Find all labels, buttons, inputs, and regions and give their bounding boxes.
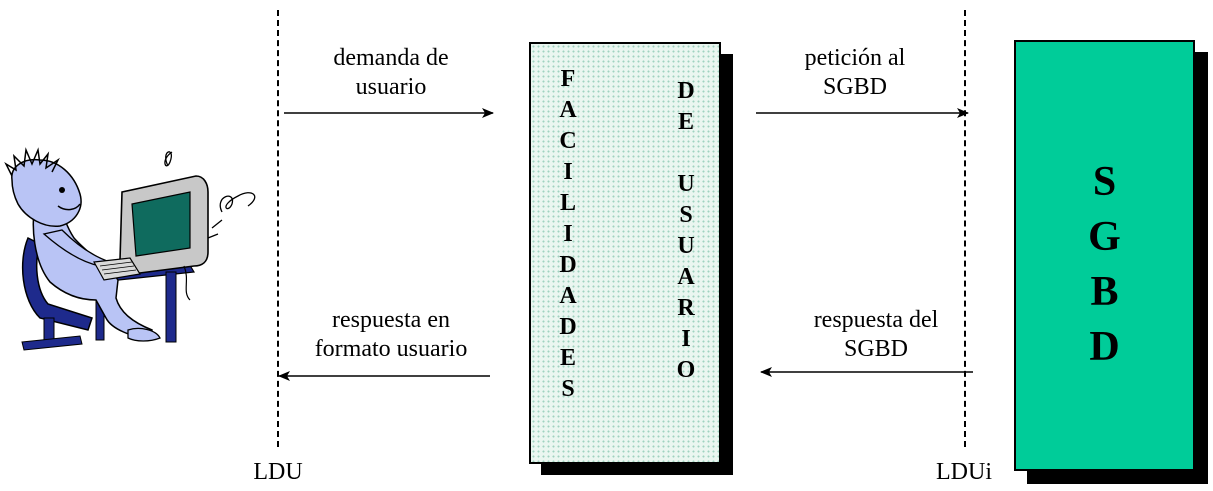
ldui-boundary-line bbox=[964, 10, 966, 447]
user-response-label: respuesta en formato usuario bbox=[314, 307, 468, 362]
person-figure bbox=[4, 147, 161, 342]
ldu-label: LDU bbox=[253, 459, 303, 485]
ldui-label: LDUi bbox=[936, 459, 992, 485]
chair-icon bbox=[21, 236, 93, 351]
dbms-request-label: petición al SGBD bbox=[804, 45, 906, 100]
ldu-boundary-line bbox=[277, 10, 279, 447]
motion-squiggles bbox=[164, 151, 256, 239]
computer-icon bbox=[93, 175, 209, 301]
dbms-response-label: respuesta del SGBD bbox=[813, 307, 939, 362]
user-request-label: demanda de usuario bbox=[333, 45, 449, 100]
